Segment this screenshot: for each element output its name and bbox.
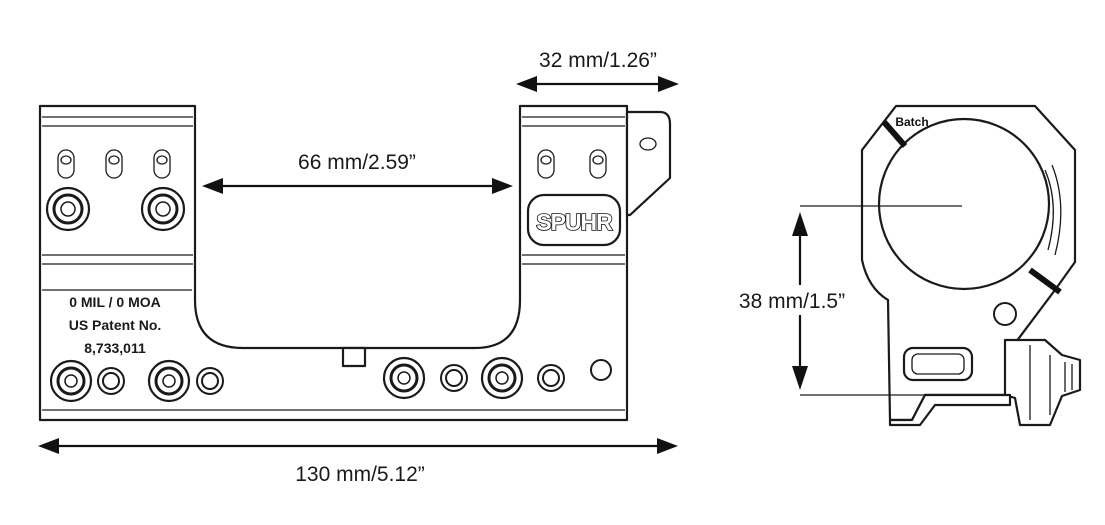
svg-text:SPUHR: SPUHR bbox=[536, 209, 613, 235]
mount-side-view: SPUHR 0 MIL / 0 MOA US Patent No. 8,733,… bbox=[38, 104, 672, 422]
slot-hole bbox=[57, 149, 75, 179]
ring-split-lower bbox=[1028, 267, 1062, 295]
ring-width-label: 32 mm/1.26” bbox=[539, 49, 657, 72]
scope-tube-circle bbox=[877, 117, 1051, 291]
end-view-slot bbox=[902, 346, 974, 382]
total-length-label: 130 mm/5.12” bbox=[295, 463, 425, 486]
base-screws bbox=[49, 356, 612, 403]
center-height-label: 38 mm/1.5” bbox=[739, 290, 845, 313]
slot-hole bbox=[105, 149, 123, 179]
engraving-text: 0 MIL / 0 MOA US Patent No. 8,733,011 bbox=[69, 294, 162, 356]
engraving-line-1: 0 MIL / 0 MOA bbox=[69, 294, 161, 310]
lever-hole bbox=[639, 137, 657, 151]
end-view-hole bbox=[993, 302, 1017, 326]
dimension-center-height: 38 mm/1.5” bbox=[722, 205, 1005, 396]
ring-inner-edge bbox=[1044, 169, 1054, 251]
rear-ring-screws bbox=[45, 186, 186, 232]
dimension-ring-spacing: 66 mm/2.59” bbox=[202, 151, 513, 194]
slot-inner bbox=[60, 155, 72, 165]
dimension-total-length: 130 mm/5.12” bbox=[38, 438, 678, 486]
mount-end-view: Batch bbox=[860, 104, 1082, 427]
slot-hole bbox=[537, 149, 555, 179]
ring-split-upper bbox=[881, 120, 908, 148]
slot-inner bbox=[540, 155, 552, 165]
front-ring-slots bbox=[537, 149, 607, 179]
slot-hole bbox=[153, 149, 171, 179]
batch-label: Batch bbox=[895, 115, 928, 129]
spuhr-logo: SPUHR bbox=[526, 193, 622, 247]
recoil-lug bbox=[341, 346, 367, 368]
rear-ring-slots bbox=[57, 149, 171, 179]
ring-spacing-label: 66 mm/2.59” bbox=[298, 151, 416, 174]
engraving-line-3: 8,733,011 bbox=[84, 340, 146, 356]
engraving-line-2: US Patent No. bbox=[69, 317, 162, 333]
slot-inner bbox=[108, 155, 120, 165]
slot-inner bbox=[592, 155, 604, 165]
ring-inner-edge-2 bbox=[1051, 164, 1062, 256]
mount-body-outline bbox=[38, 104, 629, 422]
slot-inner bbox=[156, 155, 168, 165]
dimension-ring-width: 32 mm/1.26” bbox=[516, 49, 679, 92]
ring-cap-lever bbox=[625, 110, 672, 217]
throw-lever-clamp bbox=[888, 338, 1082, 427]
slot-hole bbox=[589, 149, 607, 179]
